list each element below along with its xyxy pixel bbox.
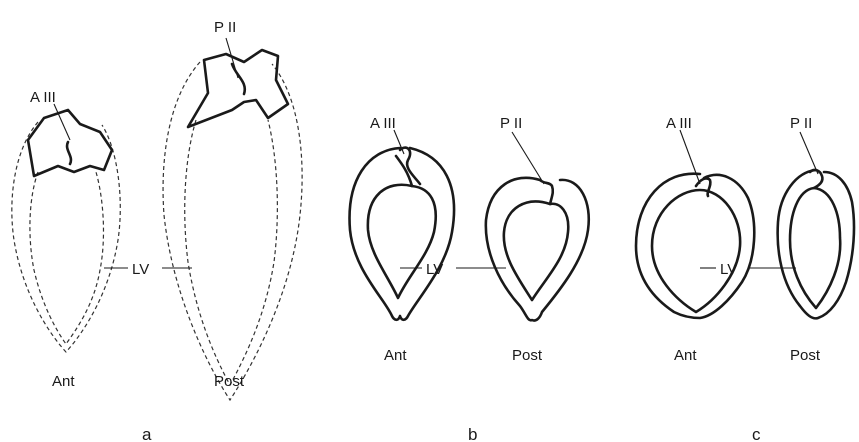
panel-b-post-inner xyxy=(504,202,568,300)
panel-c-ant-inner xyxy=(652,190,740,312)
panel-c-post-valve xyxy=(810,170,822,188)
panel-a-ant-label: Ant xyxy=(52,373,75,390)
panel-b-ant-label: Ant xyxy=(384,347,407,364)
panel-b-ant-valve xyxy=(396,148,420,186)
panel-c-ant-valve xyxy=(696,178,710,196)
panel-b-ant-valve-label: A III xyxy=(370,115,396,132)
panel-b-lv-label: LV xyxy=(426,261,443,278)
panel-c-ant-outer xyxy=(636,174,754,318)
panel-a: A III P II LV Ant Post a xyxy=(12,19,302,442)
panel-a-caption: a xyxy=(142,425,152,442)
panel-c-post-heart xyxy=(778,170,854,318)
panel-c-lv-label: LV xyxy=(720,261,737,278)
panel-c-post-inner xyxy=(790,188,840,308)
panel-b-post-valve xyxy=(540,180,553,204)
panel-a-ant-valve xyxy=(28,110,112,176)
panel-a-ant-heart xyxy=(12,110,120,352)
panel-b-ant-heart xyxy=(350,148,454,320)
panel-a-post-label: Post xyxy=(214,373,245,390)
panel-a-post-inner-dashed xyxy=(185,120,278,385)
panel-c-post-label: Post xyxy=(790,347,821,364)
panel-b-caption: b xyxy=(468,425,477,442)
panel-a-post-outer-dashed xyxy=(163,62,302,400)
panel-a-post-valve xyxy=(188,50,288,127)
panel-a-lv-label: LV xyxy=(132,261,149,278)
panel-b-post-valve-label: P II xyxy=(500,115,522,132)
panel-b-ant-inner xyxy=(368,185,436,298)
panel-a-ant-inner-dashed xyxy=(30,172,104,344)
panel-b-post-heart xyxy=(486,178,589,321)
panel-c-caption: c xyxy=(752,425,761,442)
panel-c-ant-valve-label: A III xyxy=(666,115,692,132)
panel-c-ant-heart xyxy=(636,174,754,318)
panel-a-ant-outer-dashed xyxy=(12,122,120,352)
panel-b-post-label: Post xyxy=(512,347,543,364)
panel-c-ant-valve-leader xyxy=(680,130,700,184)
panel-a-post-valve-label: P II xyxy=(214,19,236,36)
panel-a-post-heart xyxy=(163,50,302,400)
panel-c: A III P II LV Ant Post c xyxy=(636,115,854,442)
panel-c-post-valve-leader xyxy=(800,132,818,174)
panel-a-ant-valve-label: A III xyxy=(30,89,56,106)
panel-b: A III P II LV Ant Post b xyxy=(350,115,589,442)
panel-c-post-valve-label: P II xyxy=(790,115,812,132)
panel-b-post-valve-leader xyxy=(512,132,544,184)
panel-c-ant-label: Ant xyxy=(674,347,697,364)
panel-b-ant-outer xyxy=(350,148,454,320)
panel-b-post-outer xyxy=(486,178,589,321)
